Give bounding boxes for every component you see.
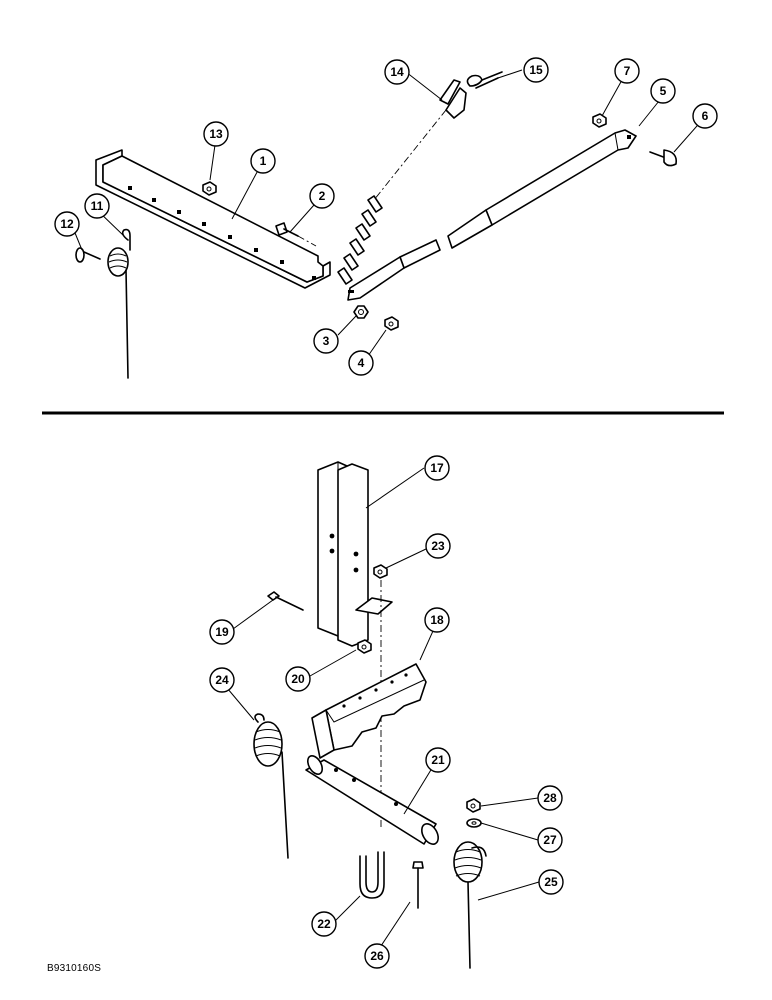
upright-channel-part <box>317 461 393 647</box>
bolt-part <box>267 591 304 611</box>
washer-part <box>466 818 482 828</box>
spring-tine-part <box>107 228 131 379</box>
svg-text:20: 20 <box>291 672 305 686</box>
callout-15: 15 <box>523 57 549 83</box>
nut-part <box>592 113 607 128</box>
svg-text:18: 18 <box>430 613 444 627</box>
svg-text:1: 1 <box>260 154 267 168</box>
callout-6: 6 <box>692 103 718 129</box>
svg-text:23: 23 <box>431 539 445 553</box>
svg-text:11: 11 <box>91 199 104 213</box>
bolt-part <box>275 222 317 247</box>
callout-18: 18 <box>424 607 450 633</box>
lock-washer-part <box>353 305 369 319</box>
leader-lines <box>72 69 705 953</box>
bolt-small-part <box>75 247 101 263</box>
svg-text:27: 27 <box>543 833 557 847</box>
svg-text:15: 15 <box>529 63 543 77</box>
tube-part <box>305 755 439 845</box>
callout-2: 2 <box>309 183 335 209</box>
callout-28: 28 <box>537 785 563 811</box>
figure-code: B9310160S <box>47 963 102 974</box>
callout-17: 17 <box>424 455 450 481</box>
telescoping-rod-part <box>347 129 637 301</box>
callout-20: 20 <box>285 666 311 692</box>
callout-1: 1 <box>250 148 276 174</box>
svg-text:17: 17 <box>430 461 444 475</box>
svg-text:12: 12 <box>60 217 74 231</box>
svg-text:2: 2 <box>319 189 326 203</box>
callout-4: 4 <box>348 350 374 376</box>
svg-text:4: 4 <box>358 356 365 370</box>
callout-23: 23 <box>425 533 451 559</box>
svg-text:5: 5 <box>660 84 667 98</box>
callout-11: 11 <box>84 193 110 219</box>
u-bolt-part <box>359 851 385 899</box>
nut-part <box>384 316 399 331</box>
coil-spring-tine-part <box>453 841 487 969</box>
svg-text:21: 21 <box>431 753 445 767</box>
callout-22: 22 <box>311 911 337 937</box>
svg-text:13: 13 <box>209 127 223 141</box>
saddle-bracket-part <box>311 663 427 759</box>
nut-part <box>202 181 217 196</box>
callout-14: 14 <box>384 59 410 85</box>
callout-24: 24 <box>209 667 235 693</box>
carriage-bolt-part <box>649 149 678 167</box>
svg-text:3: 3 <box>323 334 330 348</box>
callout-27: 27 <box>537 827 563 853</box>
svg-text:14: 14 <box>390 65 404 79</box>
callout-19: 19 <box>209 619 235 645</box>
svg-text:19: 19 <box>215 625 229 639</box>
callout-26: 26 <box>364 943 390 969</box>
nut-part <box>357 639 372 654</box>
svg-text:22: 22 <box>317 917 331 931</box>
coil-spring-tine-part <box>253 713 289 859</box>
bolt-part <box>412 861 424 909</box>
svg-text:24: 24 <box>215 673 229 687</box>
svg-text:26: 26 <box>370 949 384 963</box>
nut-part <box>466 798 481 813</box>
svg-text:6: 6 <box>702 109 709 123</box>
svg-text:28: 28 <box>543 791 557 805</box>
svg-text:7: 7 <box>624 64 631 78</box>
callout-21: 21 <box>425 747 451 773</box>
callout-5: 5 <box>650 78 676 104</box>
chain-part <box>337 79 467 285</box>
bracket-bar-part <box>95 149 331 289</box>
callout-25: 25 <box>538 869 564 895</box>
callout-7: 7 <box>614 58 640 84</box>
callout-3: 3 <box>313 328 339 354</box>
callout-13: 13 <box>203 121 229 147</box>
hair-pin-clip-part <box>466 71 503 89</box>
svg-text:25: 25 <box>544 875 558 889</box>
callout-12: 12 <box>54 211 80 237</box>
